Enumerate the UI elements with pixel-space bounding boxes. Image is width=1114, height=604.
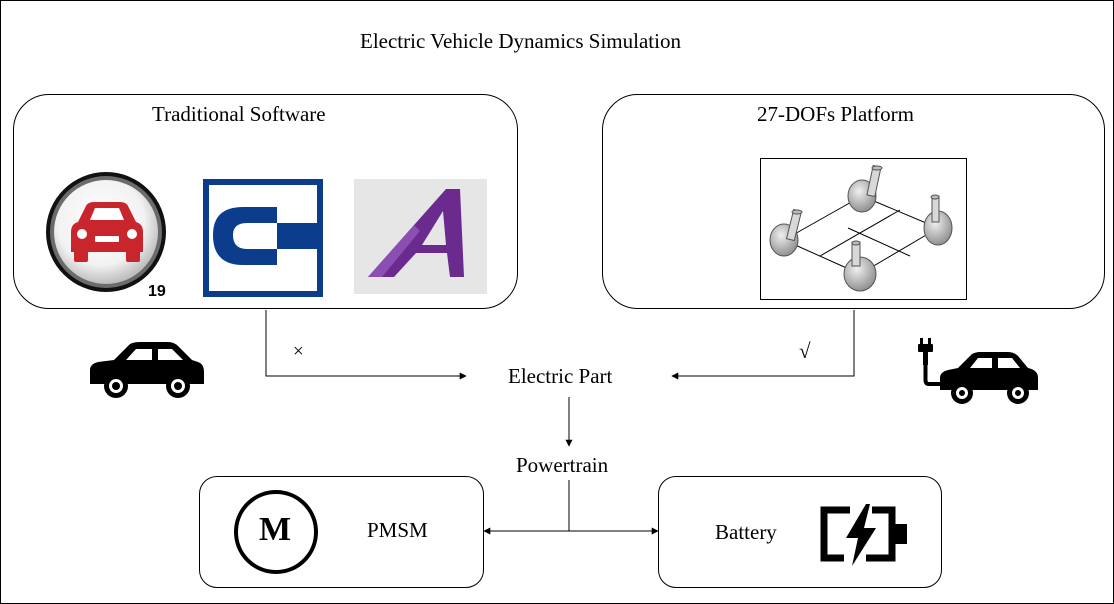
powertrain-label: Powertrain xyxy=(516,453,609,477)
motor-symbol-icon xyxy=(234,490,318,574)
platform-to-electric-arrow xyxy=(671,310,855,380)
c-letter-software-logo xyxy=(203,179,323,297)
battery-label: Battery xyxy=(715,520,777,544)
traditional-to-electric-arrow xyxy=(265,310,467,380)
pmsm-label: PMSM xyxy=(367,518,428,542)
traditional-software-label: Traditional Software xyxy=(152,102,326,126)
car-icon xyxy=(90,342,204,398)
a-letter-software-logo xyxy=(354,179,487,294)
electric-car-plug-icon xyxy=(918,338,1038,404)
cross-mark: × xyxy=(293,341,304,362)
carsim-car-badge-logo xyxy=(46,172,166,292)
diagram-title: Electric Vehicle Dynamics Simulation xyxy=(360,29,681,53)
vehicle-chassis-diagram-icon xyxy=(760,158,967,300)
electric-part-label: Electric Part xyxy=(508,364,613,388)
carsim-version-badge: 19 xyxy=(148,283,166,300)
platform-label: 27-DOFs Platform xyxy=(757,102,914,126)
check-mark: √ xyxy=(799,339,811,363)
battery-charging-icon xyxy=(820,504,907,566)
motor-symbol-letter: M xyxy=(259,511,292,548)
